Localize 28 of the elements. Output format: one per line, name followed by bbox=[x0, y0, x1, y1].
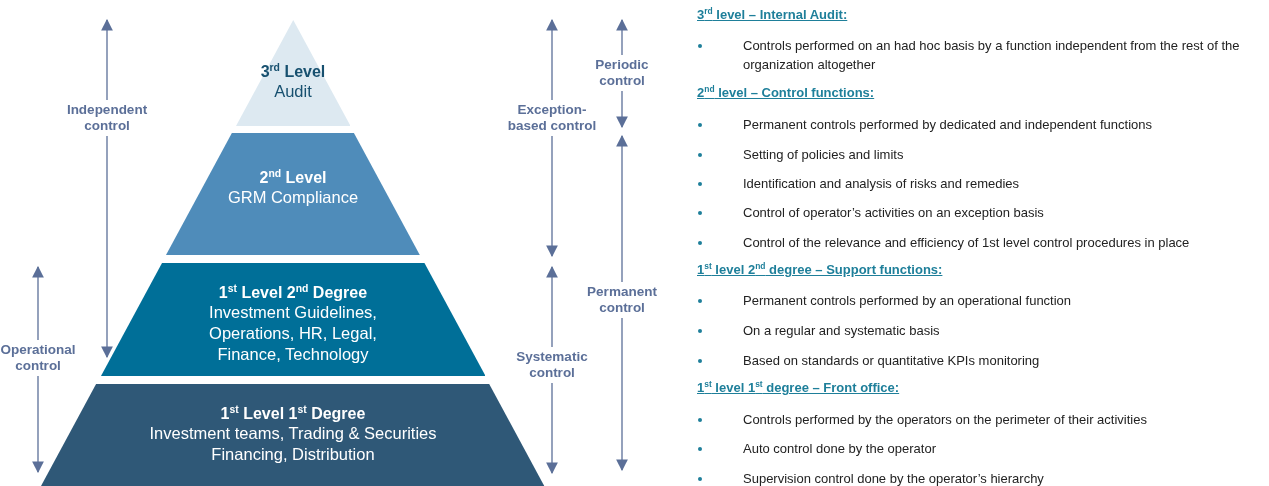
bullet-text: Setting of policies and limits bbox=[743, 146, 905, 164]
bullet-text: On a regular and systematic basis bbox=[743, 322, 941, 340]
bullet-text: Controls performed by the operators on the perimeter of their activities bbox=[743, 411, 1148, 429]
level-description: GRM Compliance bbox=[226, 187, 360, 208]
bullet-text: Based on standards or quantitative KPIs monitoring bbox=[743, 352, 1041, 370]
pyramid-level bbox=[41, 384, 545, 486]
level-title: 3$^{rd}$ Level bbox=[259, 62, 327, 81]
bullet-text: Supervision control done by the operator’s hierarchy bbox=[743, 470, 1045, 486]
section-heading: 3$^{rd}$ level – Internal Audit: bbox=[697, 7, 848, 22]
level-title: 1$^{st}$ Level 2$^{nd}$ Degree bbox=[217, 283, 369, 302]
bullet-text: Control of the relevance and efficiency of 1st level control procedures in place bbox=[743, 234, 1191, 252]
level-description: Audit bbox=[273, 81, 313, 102]
bullet-text: Auto control done by the operator bbox=[743, 440, 937, 458]
bullet-text: Permanent controls performed by dedicated and independent functions bbox=[743, 116, 1154, 134]
section-heading: 1$^{st}$ level 2$^{nd}$ degree – Support functions: bbox=[697, 262, 943, 277]
pyramid-level bbox=[100, 263, 486, 376]
level-description: Investment Guidelines, Operations, HR, Legal, Finance, Technology bbox=[208, 302, 378, 365]
bullet-text: Identification and analysis of risks and remedies bbox=[743, 175, 1021, 193]
pyramid-level bbox=[166, 133, 420, 255]
pyramid-level bbox=[235, 20, 351, 126]
level-description: Investment teams, Trading & Securities Financing, Distribution bbox=[148, 423, 438, 465]
section-heading: 2$^{nd}$ level – Control functions: bbox=[697, 85, 875, 100]
bullet-text: Permanent controls performed by an operational function bbox=[743, 292, 1073, 310]
section-heading: 1$^{st}$ level 1$^{st}$ degree – Front office: bbox=[697, 380, 900, 395]
bullet-text: Controls performed on an had hoc basis by a function independent from the rest of the organization altogether bbox=[743, 37, 1241, 74]
bullet-text: Control of operator’s activities on an exception basis bbox=[743, 204, 1045, 222]
level-title: 1$^{st}$ Level 1$^{st}$ Degree bbox=[219, 404, 367, 423]
level-title: 2$^{nd}$ Level bbox=[258, 168, 328, 187]
